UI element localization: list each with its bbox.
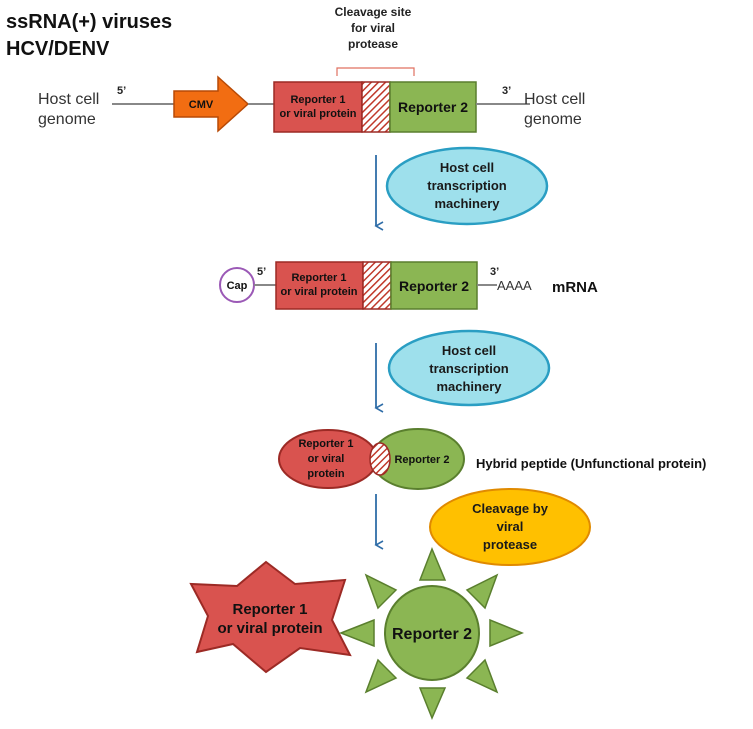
reporter2-box-label: Reporter 2 bbox=[398, 99, 468, 115]
mrna-label: mRNA bbox=[552, 279, 598, 296]
mrna-reporter1-label-2: or viral protein bbox=[280, 286, 357, 298]
host-genome-left-line-1: Host cell bbox=[38, 91, 99, 108]
polya-tail: AAAA bbox=[497, 278, 532, 293]
cmv-label: CMV bbox=[189, 99, 214, 111]
host-genome-right-line-1: Host cell bbox=[524, 91, 585, 108]
machinery-1-line-2: transcription bbox=[427, 178, 507, 193]
host-genome-right-line-2: genome bbox=[524, 111, 582, 128]
cleavage-site-hatch bbox=[361, 81, 391, 133]
five-prime-label: 5’ bbox=[117, 85, 126, 97]
cmv-promoter-arrow bbox=[173, 75, 250, 133]
hybrid-peptide-label: Hybrid peptide (Unfunctional protein) bbox=[476, 456, 706, 471]
reporter1-box-label-2: or viral protein bbox=[279, 108, 356, 120]
mrna-reporter1-box bbox=[275, 261, 364, 310]
final-reporter2-sun: Reporter 2 bbox=[338, 546, 524, 720]
host-genome-left-line-2: genome bbox=[38, 111, 96, 128]
reporter2-box bbox=[389, 81, 477, 133]
machinery-2-line-2: transcription bbox=[429, 361, 509, 376]
cleavage-line-3: protease bbox=[483, 537, 537, 552]
machinery-1-line-3: machinery bbox=[434, 196, 500, 211]
machinery-2-line-1: Host cell bbox=[442, 343, 496, 358]
hybrid-reporter1-label-2: or viral bbox=[308, 453, 345, 465]
sun-ray-top-right bbox=[465, 573, 499, 610]
svg-text:protease: protease bbox=[348, 37, 398, 51]
reporter1-star-shape bbox=[189, 560, 352, 674]
sun-ray-top bbox=[418, 546, 447, 581]
final-reporter2-label: Reporter 2 bbox=[392, 626, 472, 643]
mrna-reporter2-box bbox=[390, 261, 478, 310]
final-reporter1-line-1: Reporter 1 bbox=[232, 601, 307, 618]
reporter2-sun-core bbox=[384, 585, 480, 681]
reporter1-box-label-1: Reporter 1 bbox=[290, 94, 345, 106]
mrna-five-prime: 5’ bbox=[257, 266, 266, 278]
cleavage-by-protease: Cleavage by viral protease bbox=[429, 488, 591, 566]
transcription-machinery-2: Host cell transcription machinery bbox=[387, 329, 551, 407]
cap-label: Cap bbox=[227, 280, 248, 292]
mrna-construct: Cap 5’ Reporter 1 or viral protein Repor… bbox=[219, 261, 598, 310]
final-reporter1-line-2: or viral protein bbox=[217, 620, 322, 637]
sun-ray-left bbox=[338, 618, 375, 648]
svg-text:for viral: for viral bbox=[351, 21, 395, 35]
final-reporter1-star: Reporter 1 or viral protein bbox=[189, 560, 352, 674]
cleavage-ellipse bbox=[429, 488, 591, 566]
mrna-reporter1-label-1: Reporter 1 bbox=[291, 272, 346, 284]
three-prime-label: 3’ bbox=[502, 85, 511, 97]
mrna-three-prime: 3’ bbox=[490, 266, 499, 278]
machinery-2-line-3: machinery bbox=[436, 379, 502, 394]
mrna-cleavage-hatch bbox=[362, 261, 392, 310]
mrna-reporter2-label: Reporter 2 bbox=[399, 278, 469, 294]
hybrid-reporter1-label-3: protein bbox=[307, 468, 345, 480]
transcription-machinery-1: Host cell transcription machinery bbox=[385, 146, 549, 226]
hybrid-reporter2-label: Reporter 2 bbox=[394, 454, 449, 466]
sun-ray-bottom-right bbox=[465, 658, 499, 694]
machinery-ellipse-1 bbox=[385, 146, 549, 226]
machinery-ellipse-2 bbox=[387, 329, 551, 407]
hybrid-peptide: Reporter 2 Reporter 1 or viral protein H… bbox=[278, 428, 706, 490]
sun-ray-bottom bbox=[418, 687, 447, 720]
cleavage-line-2: viral bbox=[497, 519, 524, 534]
genome-construct: Host cell genome 5’ CMV Reporter 1 or vi… bbox=[38, 75, 585, 133]
cleavage-line-1: Cleavage by bbox=[472, 501, 549, 516]
svg-text:Cleavage site: Cleavage site bbox=[335, 5, 412, 19]
sun-ray-right bbox=[489, 618, 524, 648]
machinery-1-line-1: Host cell bbox=[440, 160, 494, 175]
hybrid-cleavage-site bbox=[369, 442, 391, 476]
title-line-1: ssRNA(+) viruses bbox=[6, 11, 172, 33]
sun-ray-top-left bbox=[364, 573, 398, 610]
reporter1-box bbox=[273, 81, 363, 133]
cleavage-site-label: Cleavage site for viral protease bbox=[335, 5, 415, 76]
sun-ray-bottom-left bbox=[364, 658, 398, 694]
hybrid-reporter1-label-1: Reporter 1 bbox=[298, 438, 353, 450]
cleavage-bracket bbox=[336, 67, 415, 76]
title-line-2: HCV/DENV bbox=[6, 38, 110, 60]
